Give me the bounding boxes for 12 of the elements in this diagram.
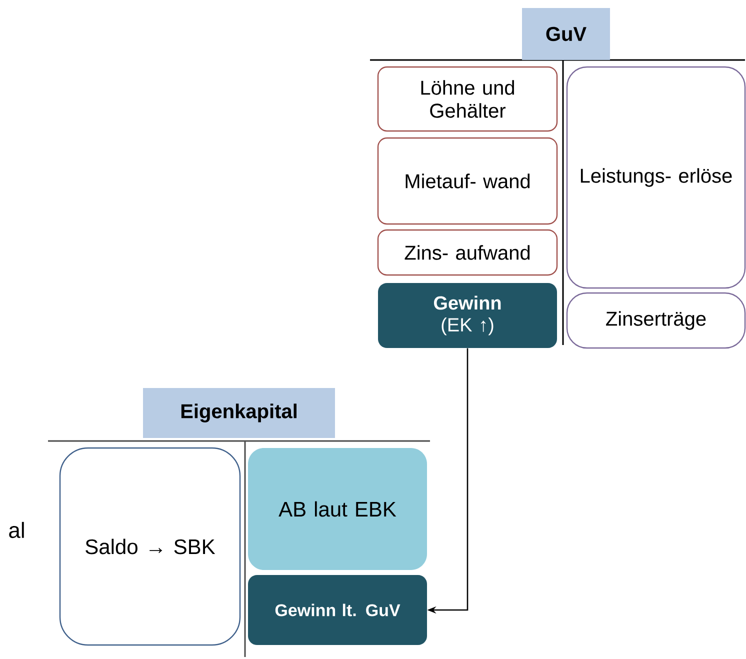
- balance-box: Saldo → SBK: [59, 447, 241, 646]
- expense-box: Mietauf- wand: [377, 137, 558, 225]
- revenue-box: Zinserträge: [566, 292, 746, 349]
- profit-box: Gewinn (EK ↑): [378, 283, 557, 348]
- revenue-box: Leistungs- erlöse: [566, 66, 746, 289]
- profit-box: Gewinn lt. GuV: [248, 575, 427, 645]
- expense-box: Zins- aufwand: [377, 229, 558, 276]
- header-band: GuV: [522, 8, 610, 60]
- header-band: Eigenkapital: [143, 388, 335, 438]
- cut-off-text: al: [9, 522, 24, 538]
- opening-balance-box: AB laut EBK: [248, 448, 427, 570]
- expense-box: Löhne und Gehälter: [377, 66, 558, 132]
